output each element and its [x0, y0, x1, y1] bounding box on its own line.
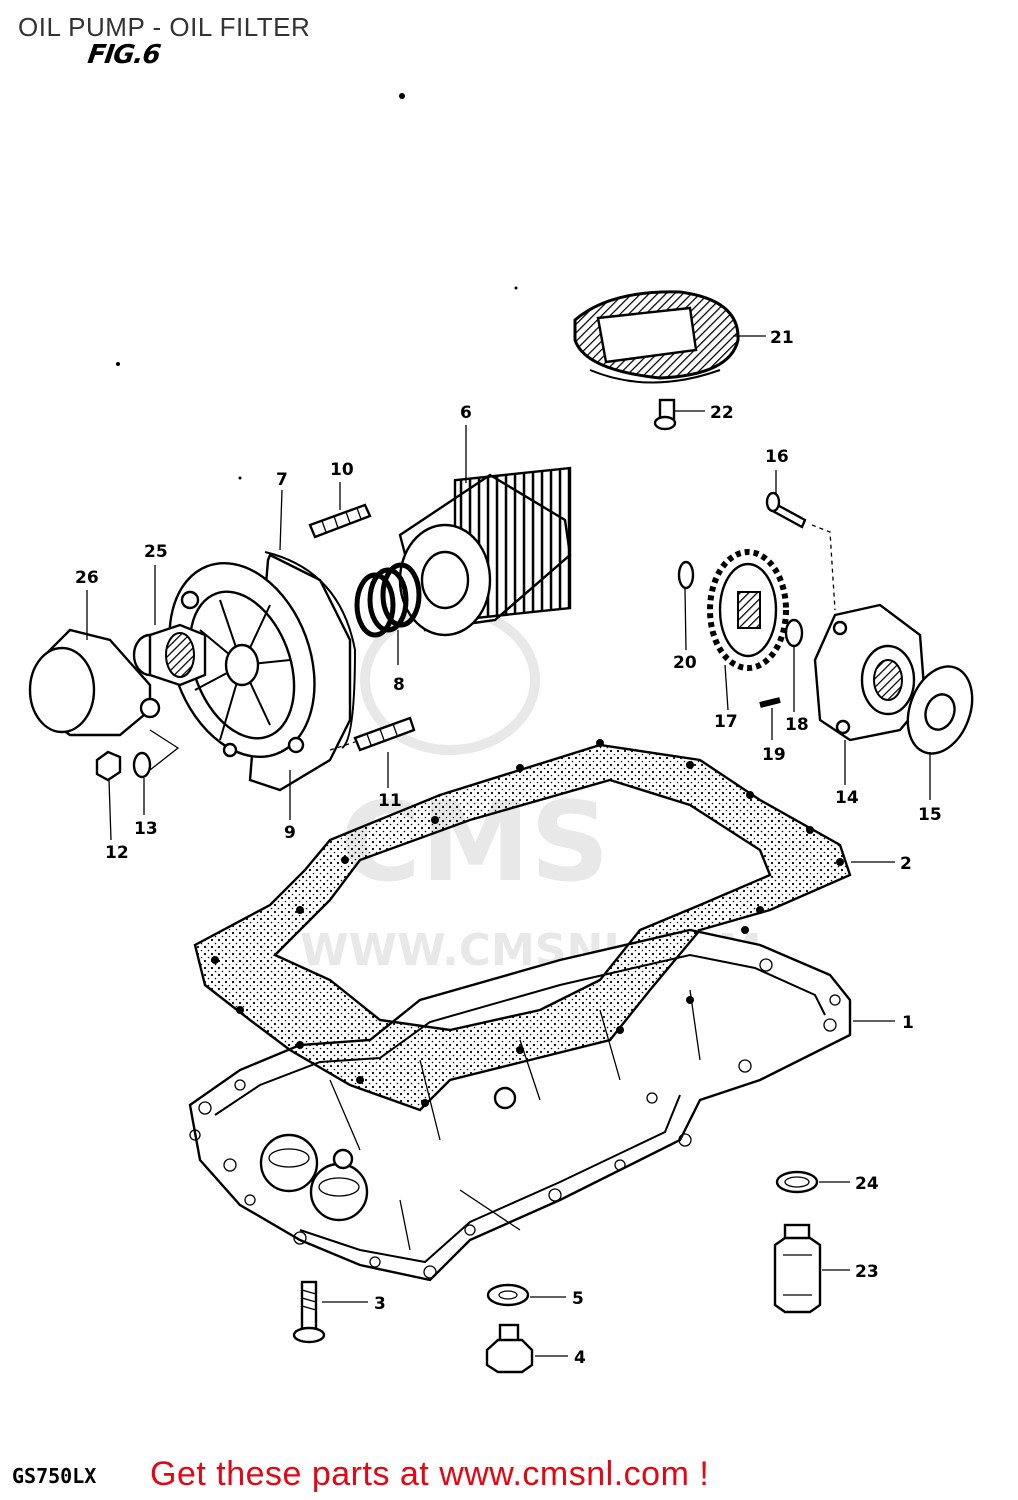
page-title: OIL PUMP - OIL FILTER: [18, 12, 311, 42]
callout-1: 1: [902, 1013, 914, 1033]
stud-10: [308, 503, 372, 539]
pin-19: [759, 697, 781, 708]
model-code: GS750LX: [12, 1464, 97, 1488]
callout-7: 7: [276, 470, 288, 490]
callout-19: 19: [762, 745, 786, 765]
parts-link[interactable]: Get these parts at www.cmsnl.com !: [150, 1455, 710, 1493]
callout-24: 24: [855, 1174, 879, 1194]
callout-8: 8: [393, 675, 405, 695]
oil-pump-sprocket: [707, 549, 789, 671]
washer-13: [132, 751, 152, 779]
callout-15: 15: [918, 805, 942, 825]
oil-pan: [188, 928, 852, 1282]
callout-25: 25: [144, 542, 168, 562]
bolt-3: [292, 1280, 326, 1344]
washer-18: [784, 618, 804, 648]
callout-22: 22: [710, 403, 734, 423]
oil-pressure-switch: [132, 623, 207, 687]
callout-20: 20: [673, 653, 697, 673]
callout-12: 12: [105, 843, 129, 863]
callout-5: 5: [572, 1289, 584, 1309]
oil-pump-cover-gasket: [906, 665, 974, 755]
callout-13: 13: [134, 819, 158, 839]
callout-14: 14: [835, 788, 859, 808]
spring: [354, 562, 422, 638]
callout-6: 6: [460, 403, 472, 423]
bolt-16: [765, 491, 807, 529]
strainer-cover: [573, 290, 740, 384]
callout-labels: 1 2 3 4 5 6 7 8 9 10 11 12 13 14 15 16 1…: [75, 328, 942, 1368]
callout-3: 3: [374, 1294, 386, 1314]
callout-16: 16: [765, 447, 789, 467]
o-ring-24: [775, 1170, 819, 1194]
leader-lines: [86, 335, 931, 1357]
stud-11: [353, 716, 416, 752]
oil-filter-cover: [168, 551, 357, 792]
scan-specks: [116, 93, 518, 480]
callout-9: 9: [284, 823, 296, 843]
washer-20: [677, 560, 695, 590]
callout-21: 21: [770, 328, 794, 348]
gasket-washer-5: [486, 1283, 530, 1307]
oil-pressure-sender: [773, 1223, 822, 1314]
callout-23: 23: [855, 1262, 879, 1282]
callout-18: 18: [785, 715, 809, 735]
callout-17: 17: [714, 712, 738, 732]
oil-pan-gasket: [193, 739, 852, 1112]
drain-plug: [485, 1323, 534, 1374]
callout-26: 26: [75, 568, 99, 588]
callout-4: 4: [574, 1348, 586, 1368]
oil-filter: [398, 466, 572, 637]
callout-2: 2: [900, 854, 912, 874]
callout-11: 11: [378, 791, 402, 811]
callout-10: 10: [330, 460, 354, 480]
bolt-22: [653, 398, 677, 431]
switch-cover: [28, 628, 161, 737]
oil-pump: [813, 603, 927, 742]
nut-12: [95, 750, 122, 782]
